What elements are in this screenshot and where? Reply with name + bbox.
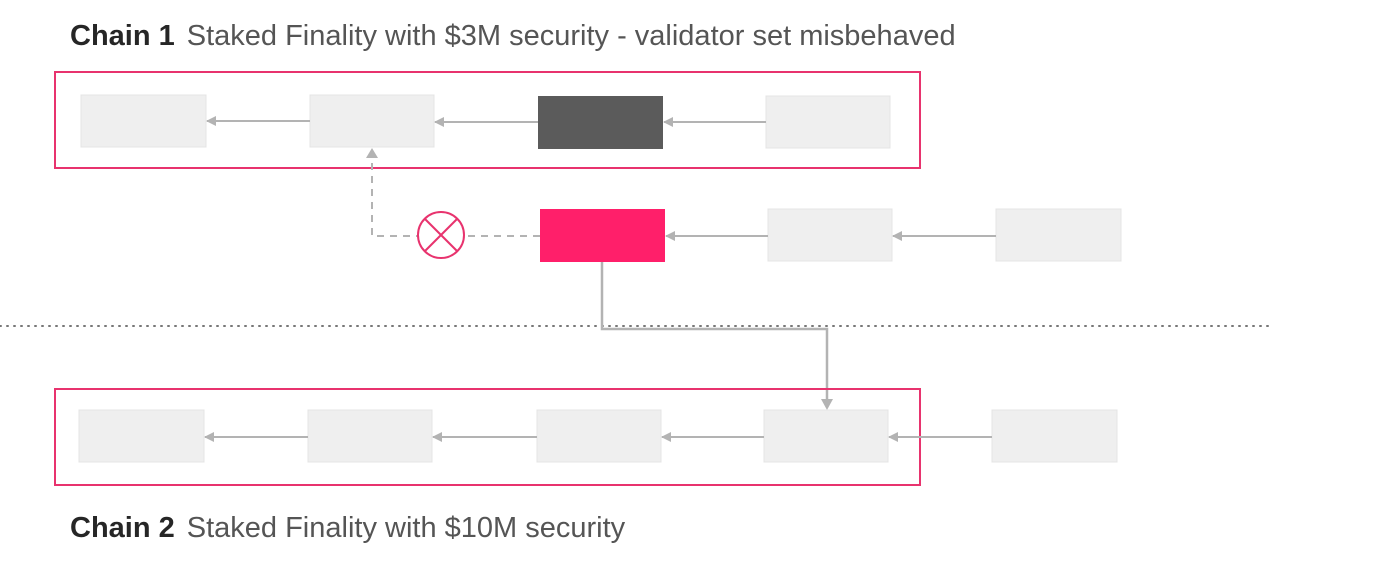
chain2-description: Staked Finality with $10M security	[186, 512, 626, 544]
chain1-container	[54, 71, 921, 169]
checkpoint-link-arrowhead	[821, 399, 833, 410]
chain2-block-3	[536, 409, 662, 463]
chain2-title: Chain 2 Staked Finality with $10M securit…	[70, 514, 625, 543]
chain2-block-2	[307, 409, 433, 463]
chain1-block-4	[765, 95, 891, 149]
chain2-block-4	[763, 409, 889, 463]
chain1-description: Staked Finality with $3M security - vali…	[186, 20, 956, 52]
chain1-title: Chain 1 Staked Finality with $3M security…	[70, 22, 956, 51]
rejected-link	[371, 158, 540, 237]
chain1-name: Chain 1	[70, 20, 175, 52]
crossed-circle-icon	[417, 211, 465, 259]
fork-block-2	[767, 208, 893, 262]
rejected-link-arrowhead	[366, 148, 378, 158]
chain2-block-5	[991, 409, 1118, 463]
chain1-misbehaved-block	[538, 96, 663, 149]
fork-block-3	[995, 208, 1122, 262]
chain2-block-1	[78, 409, 205, 463]
fork-block	[540, 209, 665, 262]
chain1-block-1	[80, 94, 207, 148]
checkpoint-link	[600, 262, 829, 400]
chain2-name: Chain 2	[70, 512, 175, 544]
chain1-block-2	[309, 94, 435, 148]
